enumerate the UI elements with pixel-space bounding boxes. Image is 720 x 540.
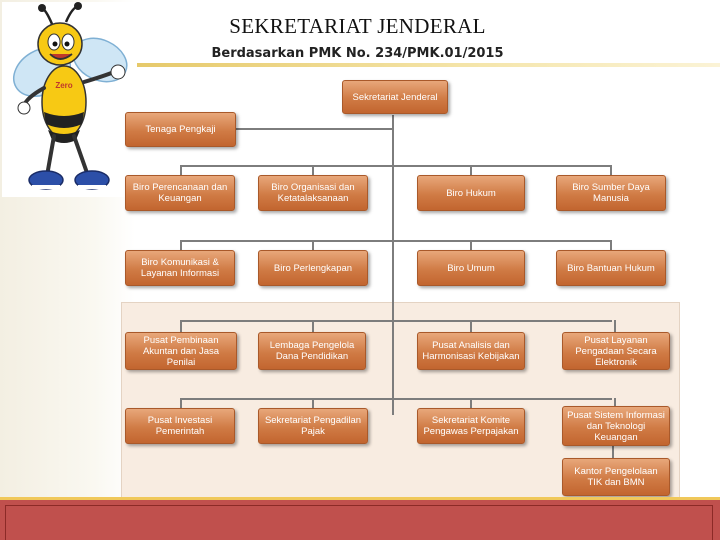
org-node-row1-3: Biro Hukum bbox=[417, 175, 525, 211]
org-node-row1-4: Biro Sumber Daya Manusia bbox=[556, 175, 666, 211]
drop-row3-1 bbox=[180, 320, 182, 332]
org-node-root: Sekretariat Jenderal bbox=[342, 80, 448, 114]
title-underline bbox=[137, 63, 720, 67]
org-node-row2-4: Biro Bantuan Hukum bbox=[556, 250, 666, 286]
drop-row1-3 bbox=[470, 165, 472, 175]
drop-row2-3 bbox=[470, 240, 472, 250]
footer-accent bbox=[0, 497, 720, 500]
connector-staff bbox=[236, 128, 394, 130]
svg-text:Zero: Zero bbox=[55, 81, 72, 90]
footer-bar bbox=[0, 500, 720, 540]
org-node-row4-2: Sekretariat Pengadilan Pajak bbox=[258, 408, 368, 444]
org-node-extra: Kantor Pengelolaan TIK dan BMN bbox=[562, 458, 670, 496]
connector-row3-bus bbox=[181, 320, 612, 322]
drop-row3-4 bbox=[614, 320, 616, 332]
connector-extra bbox=[612, 446, 614, 458]
connector-trunk bbox=[392, 115, 394, 415]
drop-row2-4 bbox=[610, 240, 612, 250]
drop-row4-2 bbox=[312, 398, 314, 408]
drop-row4-3 bbox=[470, 398, 472, 408]
bee-mascot-icon: Zero bbox=[2, 2, 134, 197]
drop-row2-1 bbox=[180, 240, 182, 250]
drop-row1-2 bbox=[312, 165, 314, 175]
org-node-row3-1: Pusat Pembinaan Akuntan dan Jasa Penilai bbox=[125, 332, 237, 370]
drop-row3-3 bbox=[470, 320, 472, 332]
org-node-row3-2: Lembaga Pengelola Dana Pendidikan bbox=[258, 332, 366, 370]
org-node-row2-1: Biro Komunikasi & Layanan Informasi bbox=[125, 250, 235, 286]
drop-row1-4 bbox=[610, 165, 612, 175]
org-node-row2-2: Biro Perlengkapan bbox=[258, 250, 368, 286]
page-title: SEKRETARIAT JENDERAL bbox=[229, 14, 486, 38]
org-node-row3-4: Pusat Layanan Pengadaan Secara Elektroni… bbox=[562, 332, 670, 370]
drop-row4-4 bbox=[614, 398, 616, 408]
drop-row4-1 bbox=[180, 398, 182, 408]
org-node-staff: Tenaga Pengkaji bbox=[125, 112, 236, 147]
drop-row3-2 bbox=[312, 320, 314, 332]
org-node-row4-1: Pusat Investasi Pemerintah bbox=[125, 408, 235, 444]
connector-row4-bus bbox=[181, 398, 612, 400]
org-node-row4-4: Pusat Sistem Informasi dan Teknologi Keu… bbox=[562, 406, 670, 446]
org-node-row3-3: Pusat Analisis dan Harmonisasi Kebijakan bbox=[417, 332, 525, 370]
org-node-row2-3: Biro Umum bbox=[417, 250, 525, 286]
connector-row2-bus bbox=[181, 240, 612, 242]
org-node-row1-1: Biro Perencanaan dan Keuangan bbox=[125, 175, 235, 211]
org-node-row4-3: Sekretariat Komite Pengawas Perpajakan bbox=[417, 408, 525, 444]
drop-row1-1 bbox=[180, 165, 182, 175]
org-node-row1-2: Biro Organisasi dan Ketatalaksanaan bbox=[258, 175, 368, 211]
connector-row1-bus bbox=[181, 165, 612, 167]
footer-frame bbox=[5, 505, 713, 540]
page-subtitle: Berdasarkan PMK No. 234/PMK.01/2015 bbox=[211, 46, 504, 61]
drop-row2-2 bbox=[312, 240, 314, 250]
